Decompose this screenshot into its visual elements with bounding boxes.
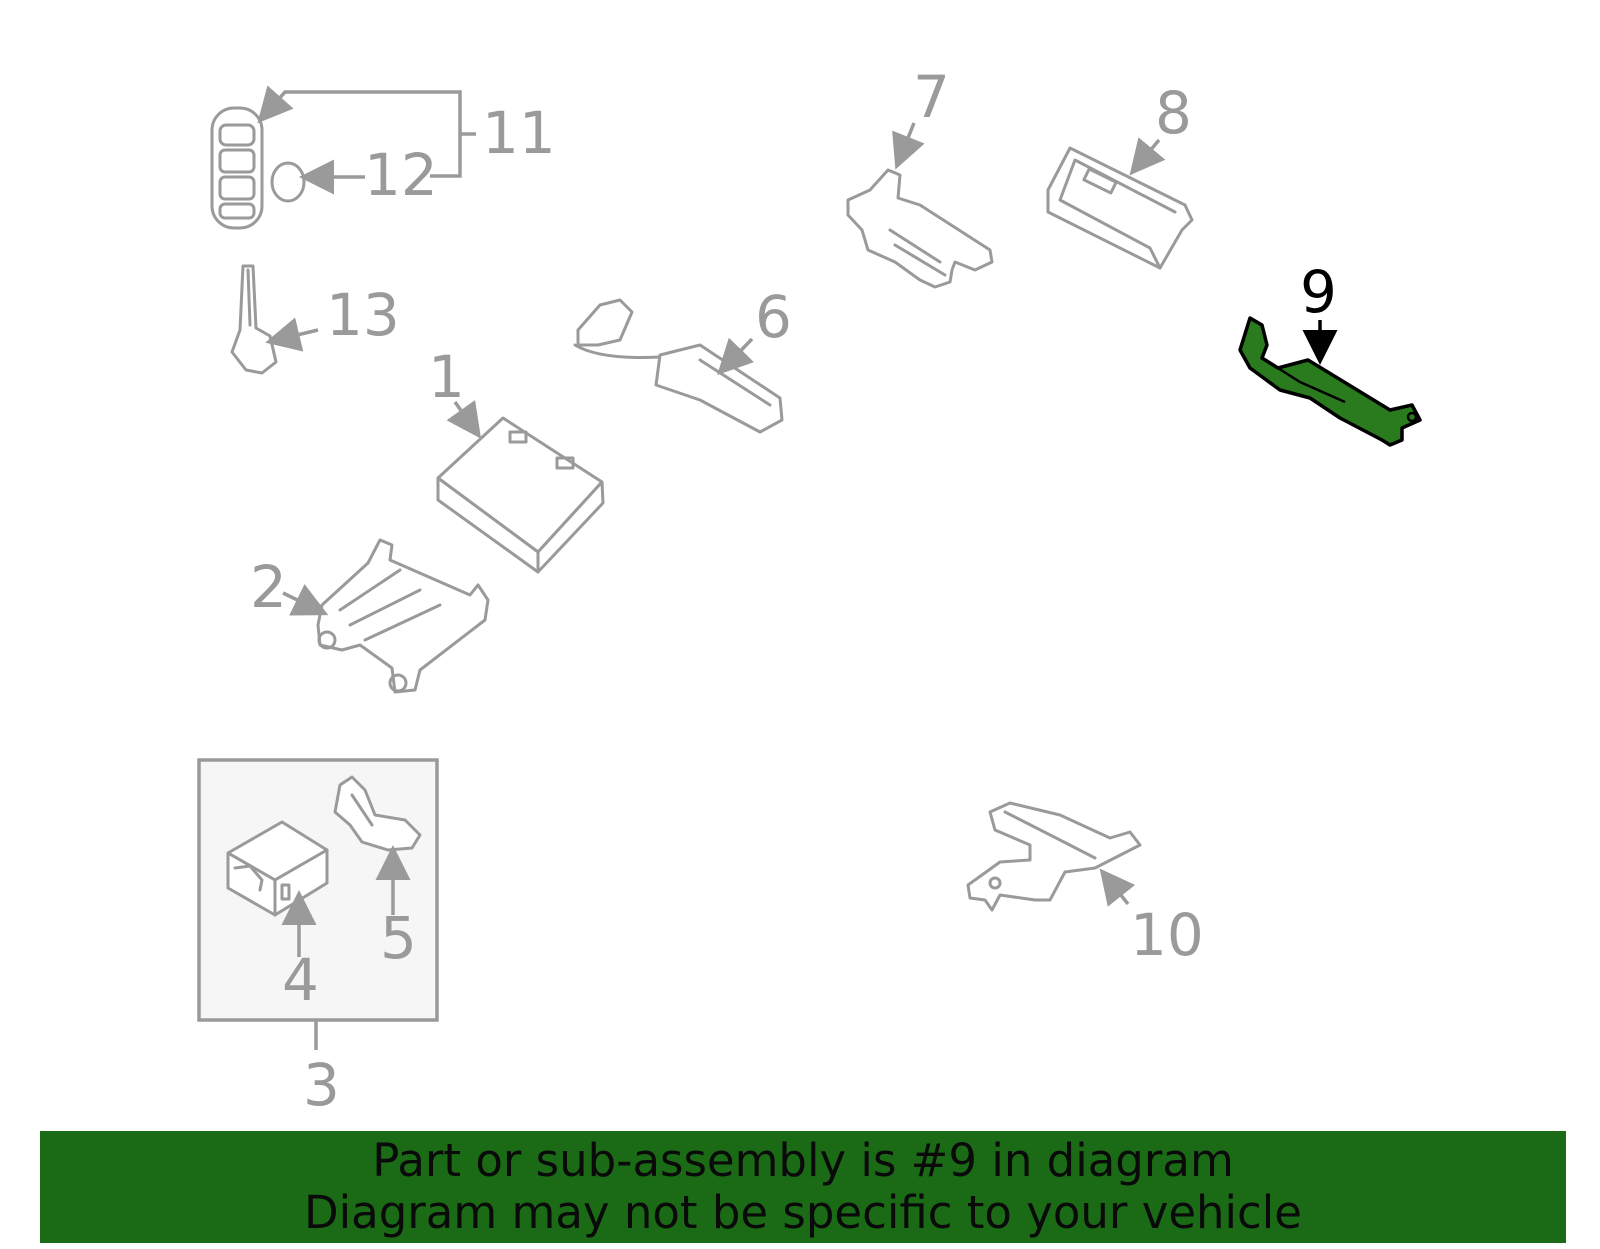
callout-6[interactable]: 6 [755, 283, 792, 351]
callout-7-leader [892, 122, 925, 170]
callout-13-leader [265, 317, 319, 352]
callout-12[interactable]: 12 [364, 141, 438, 209]
info-banner: Part or sub-assembly is #9 in diagram Di… [40, 1131, 1566, 1243]
callout-11-leader [257, 85, 476, 178]
callout-2[interactable]: 2 [250, 553, 287, 621]
part-11-key-fob[interactable] [210, 106, 264, 230]
callout-8-leader [1129, 137, 1166, 176]
callout-10[interactable]: 10 [1130, 901, 1204, 969]
part-8-antenna-housing[interactable] [1046, 146, 1194, 270]
callout-1[interactable]: 1 [428, 343, 465, 411]
part-10-bracket[interactable] [966, 801, 1142, 912]
callout-3[interactable]: 3 [303, 1051, 340, 1119]
part-5-bracket[interactable] [333, 775, 422, 852]
part-4-module[interactable] [226, 820, 329, 917]
part-6-antenna[interactable] [573, 298, 784, 434]
banner-disclaimer-text: Diagram may not be specific to your vehi… [304, 1186, 1302, 1239]
part-13-emergency-key[interactable] [230, 264, 278, 375]
callout-4[interactable]: 4 [282, 946, 319, 1014]
part-12-battery[interactable] [270, 161, 306, 203]
callout-6-leader [717, 337, 755, 376]
callout-9[interactable]: 9 [1300, 258, 1337, 326]
callout-8[interactable]: 8 [1155, 79, 1192, 147]
callout-13[interactable]: 13 [326, 281, 400, 349]
part-7-bracket[interactable] [846, 168, 994, 289]
part-9-bracket-highlighted[interactable] [1238, 316, 1422, 447]
callout-1-leader [446, 400, 482, 439]
part-2-bracket[interactable] [316, 538, 490, 694]
callout-11[interactable]: 11 [482, 99, 556, 167]
banner-part-text: Part or sub-assembly is #9 in diagram [372, 1134, 1234, 1187]
part-1-control-module[interactable] [436, 416, 605, 574]
callout-10-leader [1099, 868, 1136, 907]
callout-7[interactable]: 7 [913, 63, 950, 131]
callout-5[interactable]: 5 [380, 904, 417, 972]
callout-2-leader [282, 584, 329, 616]
